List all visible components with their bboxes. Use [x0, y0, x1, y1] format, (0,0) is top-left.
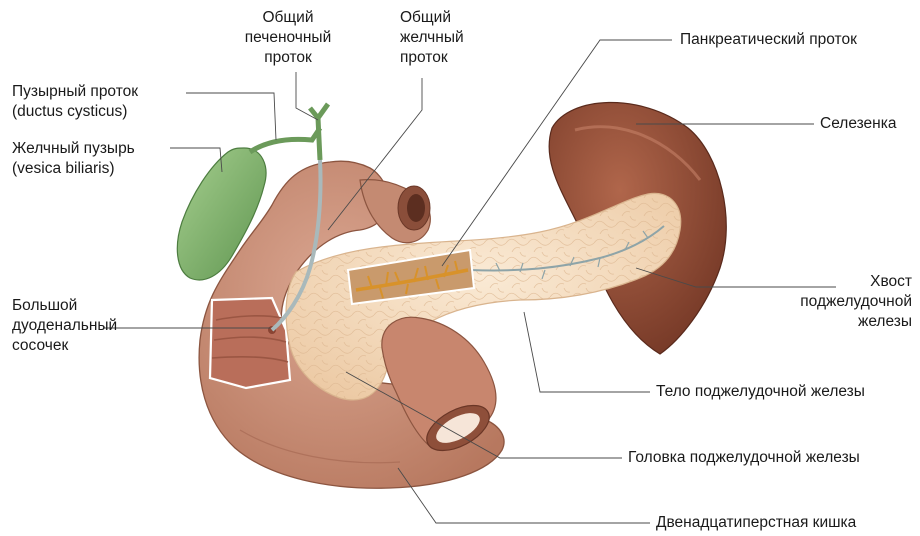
label-line: Общий — [400, 8, 464, 28]
label-major-papilla: Большой дуоденальный сосочек — [12, 296, 117, 356]
label-line: Желчный пузырь — [12, 139, 135, 159]
label-line: поджелудочной — [800, 292, 912, 312]
label-common-hepatic-duct: Общий печеночный проток — [240, 8, 336, 68]
label-line: (vesica biliaris) — [12, 159, 135, 179]
label-pancreatic-duct: Панкреатический проток — [680, 30, 857, 50]
label-line: Двенадцатиперстная кишка — [656, 513, 856, 533]
label-line: Селезенка — [820, 114, 896, 134]
leader-cystic-duct — [186, 93, 276, 140]
label-line: проток — [400, 48, 464, 68]
label-line: железы — [800, 312, 912, 332]
label-line: сосочек — [12, 336, 117, 356]
label-line: Пузырный проток — [12, 82, 138, 102]
label-line: Тело поджелудочной железы — [656, 382, 865, 402]
label-duodenum: Двенадцатиперстная кишка — [656, 513, 856, 533]
label-line: Панкреатический проток — [680, 30, 857, 50]
label-line: Общий — [240, 8, 336, 28]
label-line: дуоденальный — [12, 316, 117, 336]
label-common-bile-duct: Общий желчный проток — [400, 8, 464, 68]
label-line: печеночный — [240, 28, 336, 48]
label-line: (ductus cysticus) — [12, 102, 138, 122]
label-pancreas-tail: Хвост поджелудочной железы — [800, 272, 912, 332]
label-line: проток — [240, 48, 336, 68]
label-gallbladder: Желчный пузырь (vesica biliaris) — [12, 139, 135, 179]
label-line: Большой — [12, 296, 117, 316]
label-cystic-duct: Пузырный проток (ductus cysticus) — [12, 82, 138, 122]
label-line: Головка поджелудочной железы — [628, 448, 860, 468]
label-line: желчный — [400, 28, 464, 48]
label-spleen: Селезенка — [820, 114, 896, 134]
label-line: Хвост — [800, 272, 912, 292]
label-pancreas-head: Головка поджелудочной железы — [628, 448, 860, 468]
label-pancreas-body: Тело поджелудочной железы — [656, 382, 865, 402]
